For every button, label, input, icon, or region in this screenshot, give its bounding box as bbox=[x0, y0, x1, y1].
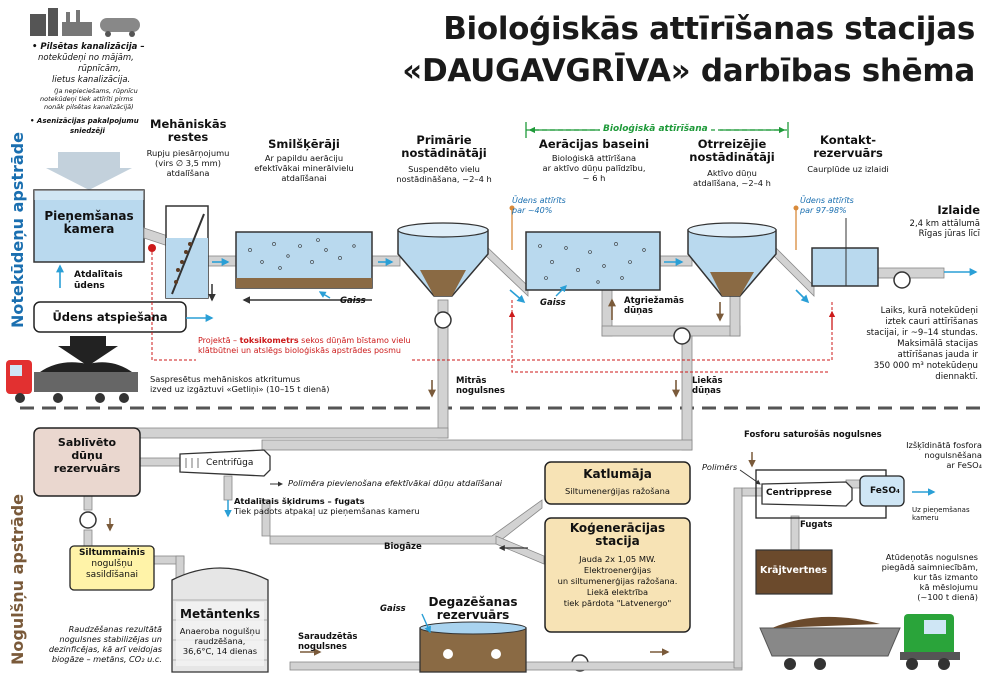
outlet-title: Izlaide bbox=[937, 203, 980, 217]
feso4-box bbox=[859, 475, 905, 507]
storage-box bbox=[755, 549, 833, 595]
centrifuge-label: Centrifūga bbox=[206, 458, 254, 468]
contact-reservoir bbox=[811, 247, 879, 287]
feso4-label: FeSO₄ bbox=[870, 486, 900, 496]
side-label-water: Notekūdeņu apstrāde bbox=[8, 132, 27, 328]
dewatering-label: Ūdens atspiešana bbox=[52, 310, 168, 324]
factory-icon bbox=[30, 8, 140, 37]
digester-title: Metāntenks bbox=[180, 607, 260, 621]
down-arrow bbox=[58, 336, 118, 366]
biogas-label: Biogāze bbox=[384, 542, 422, 552]
thickened-sludge-tank bbox=[33, 427, 141, 497]
page-title-line2: «DAUGAVGRĪVA» darbības shēma bbox=[402, 53, 975, 89]
boiler-desc: Siltumenerģijas ražošana bbox=[565, 486, 670, 496]
degassing-air-label: Gaiss bbox=[380, 604, 406, 614]
grit-air-label: Gaiss bbox=[340, 296, 366, 306]
truck-icon bbox=[6, 360, 138, 403]
grit-title: Smilšķērāji bbox=[268, 137, 340, 151]
centripress-label: Centripprese bbox=[766, 488, 832, 498]
storage-label: Krājtvertnes bbox=[760, 565, 827, 576]
centripress-unit bbox=[761, 481, 853, 507]
inlet-arrow bbox=[46, 152, 132, 190]
fugate2-label: Fugats bbox=[800, 520, 833, 530]
degassing-tank bbox=[419, 627, 527, 673]
boiler-title: Katlumāja bbox=[583, 467, 652, 481]
toxicometer-note: Projektā – toksikometrs sekos dūņām bīst… bbox=[198, 336, 411, 355]
centrifuge-unit bbox=[179, 449, 271, 477]
receiving-chamber-tank bbox=[33, 189, 145, 263]
page-title-line1: Bioloģiskās attīrīšanas stacijas bbox=[443, 11, 975, 47]
contact-title: Kontakt-rezervuārs bbox=[813, 133, 883, 160]
boiler-box bbox=[544, 461, 691, 505]
bio-treatment-label: Bioloģiskā attīrīšana bbox=[600, 124, 711, 134]
aeration-basin bbox=[525, 231, 661, 291]
phosphorus-sludge-label: Fosforu saturošās nogulsnes bbox=[744, 430, 882, 440]
chp-box bbox=[544, 517, 691, 633]
side-label-sludge: Nogulšņu apstrāde bbox=[8, 494, 27, 665]
polymer-label: Polimērs bbox=[702, 462, 738, 472]
aeration-title: Aerācijas baseini bbox=[538, 137, 650, 151]
sensor-icon bbox=[148, 244, 156, 252]
contact-desc: Caurplūde uz izlaidi bbox=[807, 164, 889, 174]
aeration-air-label: Gaiss bbox=[540, 298, 566, 308]
heat-exchanger-box bbox=[69, 545, 155, 591]
dewatering-box bbox=[33, 301, 187, 333]
polymer-note: Polimēra pievienošana efektīvākai dūņu a… bbox=[288, 478, 503, 488]
delivery-truck-icon bbox=[759, 614, 960, 670]
screens-desc: Rupju piesārņojumu(virs ∅ 3,5 mm)atdalīš… bbox=[146, 148, 230, 178]
